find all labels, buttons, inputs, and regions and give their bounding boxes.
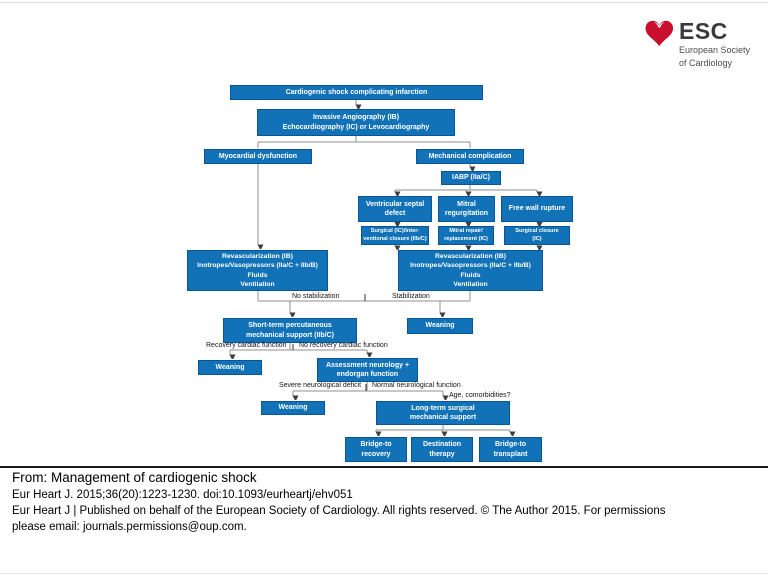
- node-weaning-after-recovery: Weaning: [198, 360, 262, 375]
- caption-rights-line-2: please email: journals.permissions@oup.c…: [12, 521, 247, 533]
- node-mechanical-complication: Mechanical complication: [416, 149, 524, 164]
- node-iabp: IABP (IIa/C): [441, 171, 501, 185]
- node-myocardial-dysfunction: Myocardial dysfunction: [204, 149, 312, 164]
- node-bridge-to-transplant: Bridge-to transplant: [479, 437, 542, 462]
- caption-from-line: From: Management of cardiogenic shock: [12, 470, 257, 485]
- figure-caption: From: Management of cardiogenic shock Eu…: [12, 469, 665, 535]
- node-destination-therapy: Destination therapy: [411, 437, 473, 462]
- edge-label-no-stabilization: No stabilization: [292, 293, 340, 300]
- edge-label-age-comorbidities: Age, comorbidities?: [449, 392, 511, 399]
- bottom-border-line: [0, 573, 768, 574]
- top-border-line: [0, 2, 768, 3]
- caption-citation-line: Eur Heart J. 2015;36(20):1223-1230. doi:…: [12, 489, 353, 501]
- esc-logo: ESC European Society of Cardiology: [645, 20, 750, 69]
- edge-label-normal-neuro: Normal neurological function: [372, 382, 461, 389]
- esc-logo-tagline-1: European Society: [679, 45, 751, 55]
- node-weaning-after-stabilization: Weaning: [407, 318, 473, 334]
- caption-rights-line-1: Eur Heart J | Published on behalf of the…: [12, 505, 666, 517]
- esc-logo-tagline-2: of Cardiology: [679, 57, 733, 68]
- node-surgical-closure: Surgical closure (IC): [504, 226, 570, 245]
- node-bridge-to-recovery: Bridge-to recovery: [345, 437, 407, 462]
- node-invasive-angiography: Invasive Angiography (IB) Echocardiograp…: [257, 109, 455, 136]
- node-cardiogenic-shock: Cardiogenic shock complicating infarctio…: [230, 85, 483, 100]
- edge-label-stabilization: Stabilization: [392, 293, 430, 300]
- edge-label-recovery-cardiac: Recovery cardiac function: [206, 342, 287, 349]
- node-revascularization-right: Revascularization (IB) Inotropes/Vasopre…: [398, 250, 543, 291]
- node-revascularization-left: Revascularization (IB) Inotropes/Vasopre…: [187, 250, 328, 291]
- node-ventricular-septal-defect: Ventricular septal defect: [358, 196, 432, 222]
- node-short-term-support: Short-term percutaneous mechanical suppo…: [223, 318, 357, 343]
- edge-label-no-recovery-cardiac: No recovery cardiac function: [299, 342, 388, 349]
- node-mitral-regurgitation: Mitral regurgitation: [438, 196, 495, 222]
- esc-heart-icon: [645, 20, 674, 47]
- esc-logo-text: ESC European Society of Cardiology: [679, 20, 750, 69]
- node-surgical-interventional-closure: Surgical (IC)/Inter- ventional closure (…: [361, 226, 429, 245]
- node-free-wall-rupture: Free wall rupture: [501, 196, 573, 222]
- node-long-term-support: Long-term surgical mechanical support: [376, 401, 510, 425]
- node-weaning-severe-deficit: Weaning: [261, 401, 325, 415]
- caption-divider: [0, 466, 768, 468]
- edge-label-severe-neuro: Severe neurological deficit: [279, 382, 362, 389]
- node-assessment-neurology: Assessment neurology + endorgan function: [317, 358, 418, 382]
- esc-logo-abbr: ESC: [679, 18, 728, 44]
- node-mitral-repair-replacement: Mitral repair/ replacement (IC): [438, 226, 494, 245]
